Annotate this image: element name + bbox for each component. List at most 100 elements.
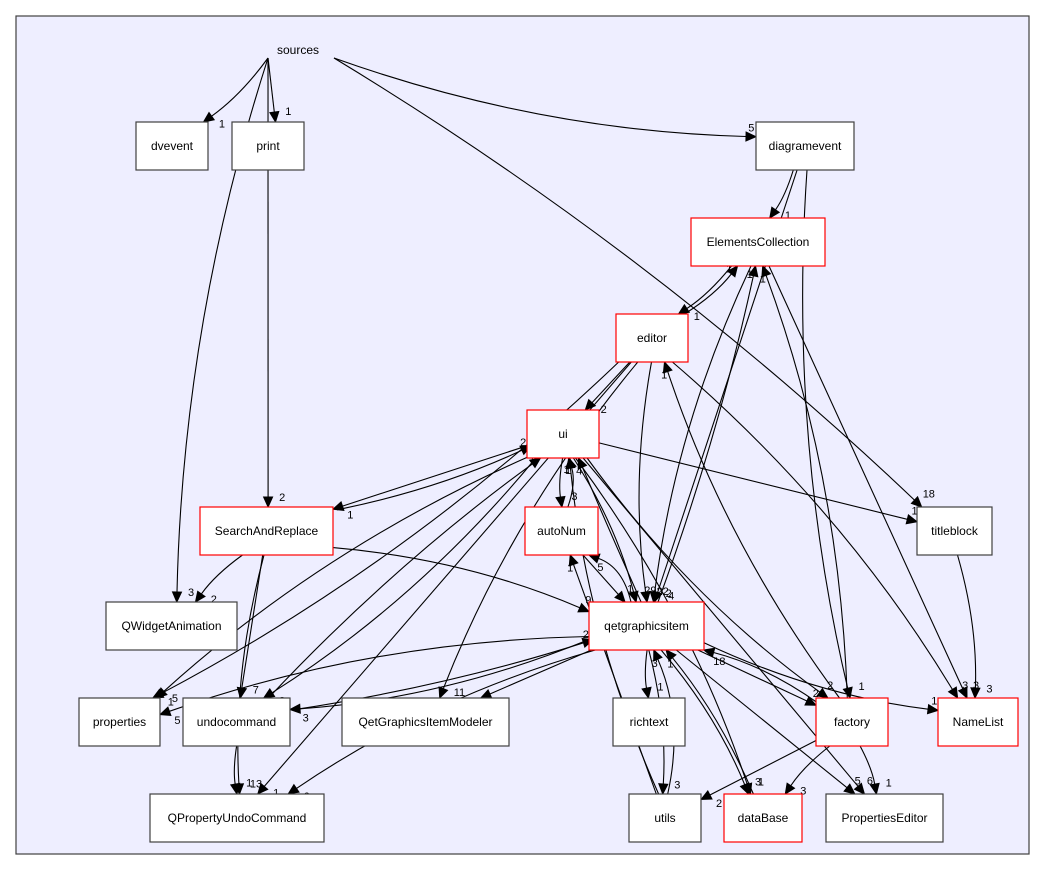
edge-line[interactable] bbox=[675, 649, 848, 789]
edge-sources-to-dvevent[interactable]: 1 bbox=[202, 57, 269, 131]
edge-line[interactable] bbox=[644, 649, 648, 689]
edge-qetgraphicsitem-to-ElementsCollection[interactable]: 1 bbox=[657, 264, 759, 603]
edge-qetgraphicsitem-to-autoNum[interactable]: 5 bbox=[587, 553, 632, 603]
node-box[interactable] bbox=[341, 697, 510, 747]
edge-line[interactable] bbox=[559, 457, 564, 498]
node-undocommand[interactable]: undocommand bbox=[182, 697, 291, 747]
edge-dataBase-to-qetgraphicsitem[interactable]: 1 bbox=[665, 649, 754, 795]
edge-weight-label[interactable]: 18 bbox=[713, 656, 725, 668]
node-box[interactable] bbox=[588, 601, 705, 651]
edge-weight-label[interactable]: 1 bbox=[726, 263, 732, 275]
edge-line[interactable] bbox=[956, 554, 977, 689]
edge-line[interactable] bbox=[567, 467, 574, 508]
node-QPropertyUndoCommand[interactable]: QPropertyUndoCommand bbox=[149, 793, 325, 843]
node-box[interactable] bbox=[199, 506, 334, 556]
edge-qetgraphicsitem-to-richtext[interactable]: 1 bbox=[641, 649, 664, 700]
edge-editor-to-ui[interactable]: 2 bbox=[584, 361, 631, 416]
node-dataBase[interactable]: dataBase bbox=[723, 793, 803, 843]
edge-weight-label[interactable]: 29 bbox=[644, 585, 656, 597]
edge-weight-label[interactable]: 1 bbox=[694, 311, 700, 323]
edge-weight-label[interactable]: 5 bbox=[855, 776, 861, 788]
edge-weight-label[interactable]: 3 bbox=[303, 713, 309, 725]
edge-weight-label[interactable]: 2 bbox=[666, 588, 672, 600]
edge-weight-label[interactable]: 7 bbox=[253, 685, 259, 697]
edge-line[interactable] bbox=[333, 57, 915, 501]
cluster-title[interactable]: sources bbox=[277, 43, 319, 57]
edge-SearchAndReplace-to-QWidgetAnimation[interactable]: 2 bbox=[194, 554, 243, 606]
edge-line[interactable] bbox=[671, 657, 754, 795]
edge-line[interactable] bbox=[709, 740, 817, 796]
node-box[interactable] bbox=[916, 506, 993, 556]
edge-line[interactable] bbox=[342, 445, 528, 507]
edge-weight-label[interactable]: 3 bbox=[986, 683, 992, 695]
node-box[interactable] bbox=[628, 793, 702, 843]
edge-ElementsCollection-to-qetgraphicsitem[interactable]: 2 bbox=[649, 265, 752, 604]
edge-weight-label[interactable]: 1 bbox=[661, 369, 667, 381]
edge-factory-to-utils[interactable]: 2 bbox=[699, 740, 817, 811]
edge-weight-label[interactable]: 3 bbox=[755, 776, 761, 788]
node-box[interactable] bbox=[612, 697, 686, 747]
edge-weight-label[interactable]: 3 bbox=[973, 680, 979, 692]
node-box[interactable] bbox=[231, 121, 305, 171]
edge-ui-to-titleblock[interactable]: 1 bbox=[598, 442, 919, 525]
node-print[interactable]: print bbox=[231, 121, 305, 171]
edge-weight-label[interactable]: 5 bbox=[597, 562, 603, 574]
edge-SearchAndReplace-to-qetgraphicsitem[interactable]: 9 bbox=[332, 547, 591, 613]
edge-weight-label[interactable]: 9 bbox=[585, 594, 591, 606]
edge-sources-to-titleblock[interactable]: 18 bbox=[333, 57, 935, 508]
edge-line[interactable] bbox=[237, 554, 265, 785]
edge-sources-to-print[interactable]: 1 bbox=[267, 57, 291, 124]
edge-weight-label[interactable]: 1 bbox=[667, 658, 673, 670]
node-box[interactable] bbox=[755, 121, 855, 171]
edge-line[interactable] bbox=[572, 457, 635, 593]
edge-ui-to-autoNum[interactable]: 3 bbox=[555, 457, 578, 509]
node-box[interactable] bbox=[825, 793, 944, 843]
edge-line[interactable] bbox=[598, 442, 908, 520]
edge-weight-label[interactable]: 1 bbox=[246, 778, 252, 790]
edge-weight-label[interactable]: 3 bbox=[962, 680, 968, 692]
node-box[interactable] bbox=[78, 697, 161, 747]
edge-undocommand-to-QPropertyUndoCommand[interactable]: 1 bbox=[229, 745, 252, 796]
edge-line[interactable] bbox=[200, 554, 243, 595]
edge-weight-label[interactable]: 1 bbox=[912, 506, 918, 518]
edge-line[interactable] bbox=[765, 275, 848, 699]
edge-line[interactable] bbox=[657, 275, 754, 603]
node-box[interactable] bbox=[815, 697, 889, 747]
edge-line[interactable] bbox=[333, 57, 747, 138]
node-box[interactable] bbox=[690, 217, 826, 267]
edge-weight-label[interactable]: 1 bbox=[758, 777, 764, 789]
node-richtext[interactable]: richtext bbox=[612, 697, 686, 747]
edge-line[interactable] bbox=[703, 642, 929, 710]
node-diagramevent[interactable]: diagramevent bbox=[755, 121, 855, 171]
edge-line[interactable] bbox=[211, 57, 269, 117]
node-box[interactable] bbox=[937, 697, 1019, 747]
edge-factory-to-ElementsCollection[interactable]: 1 bbox=[760, 264, 848, 699]
edge-qetgraphicsitem-to-PropertiesEditor[interactable]: 5 bbox=[675, 649, 861, 795]
node-factory[interactable]: factory bbox=[815, 697, 889, 747]
edge-weight-label[interactable]: 1 bbox=[657, 682, 663, 694]
edge-line[interactable] bbox=[591, 361, 631, 404]
edge-weight-label[interactable]: 1 bbox=[168, 696, 174, 708]
edge-weight-label[interactable]: 2 bbox=[601, 404, 607, 416]
edge-weight-label[interactable]: 1 bbox=[886, 778, 892, 790]
node-box[interactable] bbox=[526, 409, 600, 459]
edge-editor-to-NameList[interactable]: 3 bbox=[672, 361, 968, 700]
edge-line[interactable] bbox=[654, 265, 752, 593]
edge-factory-to-PropertiesEditor[interactable]: 1 bbox=[859, 745, 892, 796]
edge-weight-label[interactable]: 4 bbox=[576, 466, 582, 478]
edge-ElementsCollection-to-NameList[interactable]: 3 bbox=[768, 265, 979, 700]
node-PropertiesEditor[interactable]: PropertiesEditor bbox=[825, 793, 944, 843]
edge-line[interactable] bbox=[775, 169, 794, 211]
node-SearchAndReplace[interactable]: SearchAndReplace bbox=[199, 506, 334, 556]
node-QetGraphicsItemModeler[interactable]: QetGraphicsItemModeler bbox=[341, 697, 510, 747]
edge-weight-label[interactable]: 18 bbox=[923, 489, 935, 501]
edge-weight-label[interactable]: 1 bbox=[931, 695, 937, 707]
edge-line[interactable] bbox=[582, 554, 619, 595]
edge-line[interactable] bbox=[684, 273, 732, 315]
edge-line[interactable] bbox=[768, 265, 964, 690]
edge-weight-label[interactable]: 1 bbox=[273, 787, 279, 799]
edge-sources-to-SearchAndReplace[interactable]: 2 bbox=[262, 57, 286, 509]
edge-ui-to-properties[interactable]: 5 bbox=[155, 456, 528, 705]
node-box[interactable] bbox=[135, 121, 209, 171]
node-dvevent[interactable]: dvevent bbox=[135, 121, 209, 171]
